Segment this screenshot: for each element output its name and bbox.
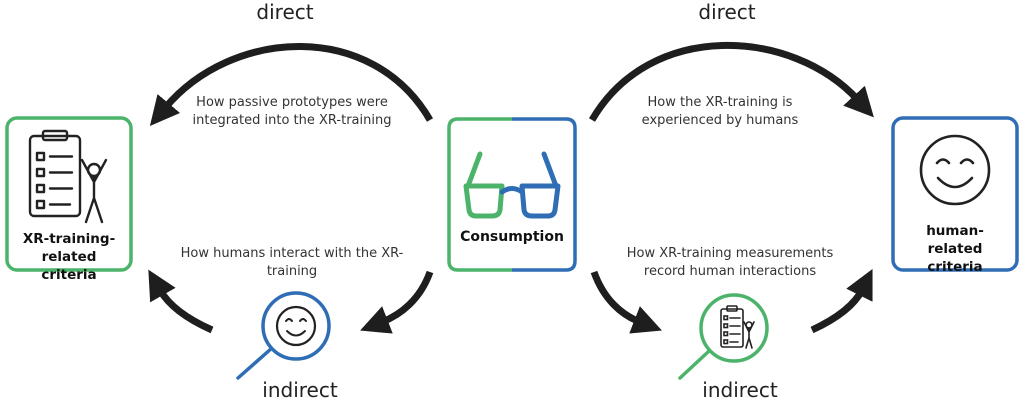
human-criteria-title: human-related criteria [926, 223, 984, 275]
indirect-label-right: indirect [702, 378, 778, 402]
arrow-indirect-right-to-box [810, 268, 873, 334]
caption-top-right: How the XR-training is experienced by hu… [641, 95, 799, 128]
caption-bottom-right: How XR-training measurements record huma… [626, 246, 834, 279]
consumption-box-blue-half [512, 117, 577, 272]
indirect-label-left: indirect [262, 378, 338, 402]
consumption-box-green-half [447, 117, 512, 272]
smiley-icon [919, 134, 991, 206]
arrow-direct-right [588, 41, 874, 122]
arrow-indirect-left-to-magnifier [360, 270, 434, 334]
direct-label-right: direct [698, 0, 756, 24]
xr-criteria-title: XR-training-related criteria [22, 231, 116, 283]
checklist-person-icon [28, 129, 108, 224]
caption-bottom-left: How humans interact with the XR-training [180, 246, 404, 279]
arrow-indirect-left-to-box [148, 269, 214, 334]
arrow-direct-left [149, 43, 434, 127]
magnifier-smiley-icon [236, 291, 331, 380]
caption-top-left: How passive prototypes were integrated i… [192, 95, 392, 128]
magnifier-checklist-icon [678, 293, 769, 380]
consumption-title: Consumption [460, 229, 564, 245]
arrow-indirect-right-to-magnifier [590, 270, 662, 334]
direct-label-left: direct [256, 0, 314, 24]
glasses-icon [463, 151, 561, 219]
